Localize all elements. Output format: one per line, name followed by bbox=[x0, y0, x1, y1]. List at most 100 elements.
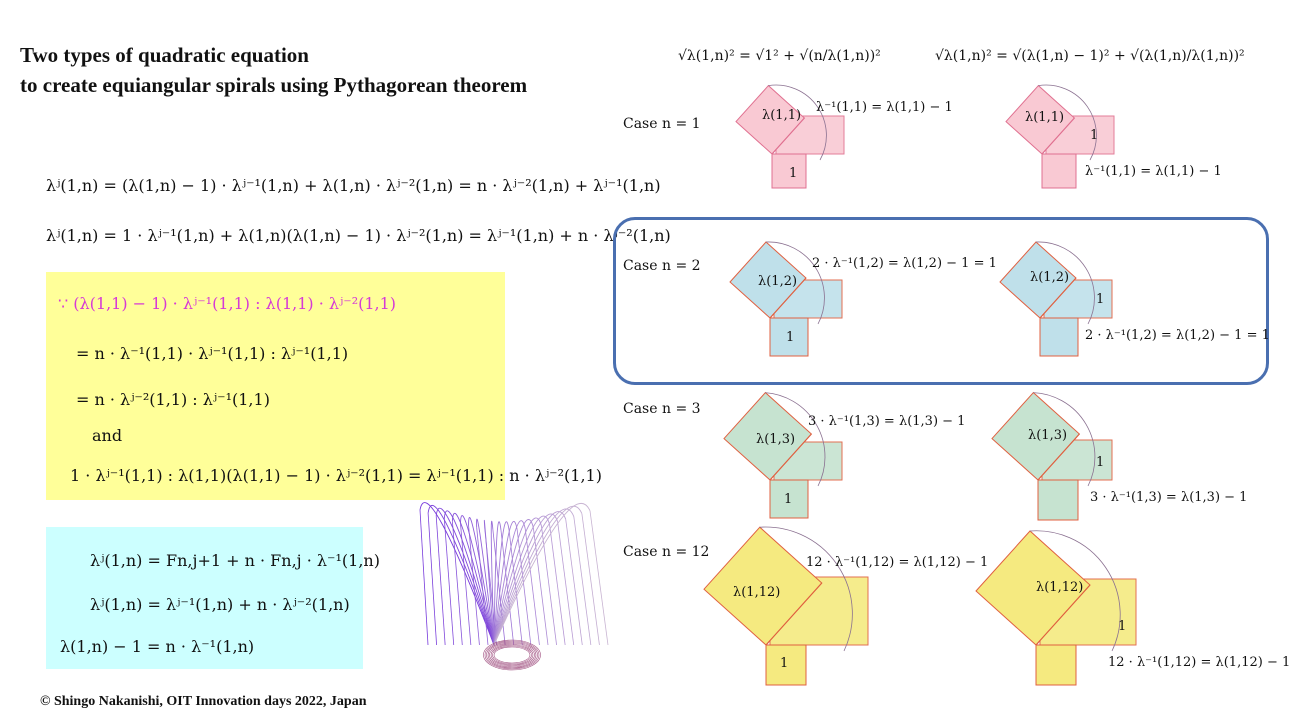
case-4-left-arc bbox=[759, 526, 853, 652]
spiral-loop bbox=[483, 639, 541, 671]
summary-box: λʲ(1,n) = Fn,j+1 + n · Fn,j · λ⁻¹(1,n) λ… bbox=[46, 527, 380, 669]
spiral-loop bbox=[487, 642, 537, 668]
spiral-loop bbox=[493, 646, 531, 664]
case-1-left-unit: 1 bbox=[789, 166, 798, 181]
spiral-leg bbox=[508, 529, 523, 646]
case-label-1: Case n = 1 bbox=[623, 116, 701, 132]
spiral-curve bbox=[493, 520, 526, 646]
spiral-curve bbox=[468, 517, 495, 646]
spiral-loop bbox=[490, 644, 534, 666]
case-2-left-unit-square bbox=[769, 317, 809, 357]
copyright: © Shingo Nakanishi, OIT Innovation days … bbox=[40, 694, 367, 709]
case-1-left-arc bbox=[768, 84, 827, 161]
case-4-left-triangle-edge bbox=[765, 582, 823, 646]
spiral-curve bbox=[493, 521, 502, 646]
summary-line-3: λ(1,n) − 1 = n · λ⁻¹(1,n) bbox=[60, 637, 255, 656]
case-2-left-lambda: λ(1,2) bbox=[758, 274, 798, 289]
case-3-left-arc bbox=[765, 392, 826, 487]
case-1-right-arc bbox=[1038, 84, 1097, 161]
title-line-1: Two types of quadratic equation bbox=[20, 43, 309, 67]
spiral-curve bbox=[493, 502, 591, 646]
case-12-left-unit: 1 bbox=[780, 656, 789, 671]
case-3-right-arc bbox=[1033, 392, 1096, 487]
spiral-curve bbox=[419, 502, 495, 646]
spiral-curve bbox=[493, 519, 534, 646]
case-2-right-unit-square bbox=[1039, 317, 1079, 357]
spiral-leg bbox=[557, 521, 575, 646]
case-12-right-eq: 12 · λ⁻¹(1,12) = λ(1,12) − 1 bbox=[1108, 655, 1290, 670]
case-2-highlight bbox=[613, 217, 1269, 385]
spiral-leg bbox=[541, 525, 557, 646]
spiral-leg bbox=[435, 515, 446, 646]
case-12-right-lambda: λ(1,12) bbox=[1036, 580, 1084, 595]
proof-line-5: 1 · λʲ⁻¹(1,1) : λ(1,1)(λ(1,1) − 1) · λʲ⁻… bbox=[70, 466, 602, 485]
top-formula-right: √λ(1,n)² = √(λ(1,n) − 1)² + √(λ(1,n)/λ(1… bbox=[935, 48, 1245, 64]
summary-line-1: λʲ(1,n) = Fn,j+1 + n · Fn,j · λ⁻¹(1,n) bbox=[90, 551, 380, 570]
case-12-left-lambda: λ(1,12) bbox=[733, 585, 781, 600]
case-3-left-triangle-edge bbox=[769, 433, 812, 481]
spiral-loop bbox=[484, 640, 540, 670]
case-1-left-triangle-edge bbox=[771, 117, 805, 155]
spiral-leg bbox=[565, 519, 583, 646]
spiral-leg bbox=[573, 516, 592, 646]
spiral-curve bbox=[493, 505, 583, 646]
case-3-left-eq: 3 · λ⁻¹(1,3) = λ(1,3) − 1 bbox=[808, 414, 966, 429]
spiral-leg bbox=[500, 529, 515, 646]
top-formula-left: √λ(1,n)² = √1² + √(n/λ(1,n))² bbox=[678, 48, 881, 64]
case-2-left-eq: 2 · λ⁻¹(1,2) = λ(1,2) − 1 = 1 bbox=[812, 256, 997, 271]
case-3-right-lambda: λ(1,3) bbox=[1028, 428, 1068, 443]
case-2-right-unit: 1 bbox=[1096, 292, 1105, 307]
spiral-loop bbox=[486, 641, 538, 669]
spiral-loop bbox=[489, 643, 535, 667]
case-4-right-unit-square bbox=[1035, 644, 1077, 686]
spiral-curve bbox=[493, 515, 550, 646]
case-1-left-unit-square bbox=[771, 153, 807, 189]
spiral-curve bbox=[493, 521, 510, 646]
case-3-left-lambda: λ(1,3) bbox=[756, 432, 796, 447]
case-1-right-lambda: λ(1,1) bbox=[1025, 110, 1065, 125]
spiral-leg bbox=[443, 518, 455, 646]
case-12-right-unit: 1 bbox=[1118, 619, 1127, 634]
case-1-left-eq: λ⁻¹(1,1) = λ(1,1) − 1 bbox=[816, 100, 953, 115]
summary-line-2: λʲ(1,n) = λʲ⁻¹(1,n) + n · λʲ⁻²(1,n) bbox=[90, 595, 350, 614]
case-3-right-eq: 3 · λ⁻¹(1,3) = λ(1,3) − 1 bbox=[1090, 490, 1248, 505]
spiral-leg bbox=[589, 510, 609, 646]
case-label-12: Case n = 12 bbox=[623, 544, 710, 560]
spiral-curve bbox=[493, 520, 518, 646]
proof-line-1: ∵ (λ(1,1) − 1) · λʲ⁻¹(1,1) : λ(1,1) · λʲ… bbox=[58, 294, 397, 313]
case-2-right-arc bbox=[1035, 241, 1095, 325]
case-2-right-triangle-edge bbox=[1039, 277, 1077, 319]
spiral-curve bbox=[451, 512, 495, 646]
proof-and: and bbox=[92, 426, 123, 445]
case-2-left-unit: 1 bbox=[786, 330, 795, 345]
case-1-right-unit-square bbox=[1041, 153, 1077, 189]
main-equation-2: λʲ(1,n) = 1 · λʲ⁻¹(1,n) + λ(1,n)(λ(1,n) … bbox=[46, 226, 671, 245]
case-1-left-lambda: λ(1,1) bbox=[762, 108, 802, 123]
case-1-right-unit: 1 bbox=[1090, 128, 1099, 143]
title-line-2: to create equiangular spirals using Pyth… bbox=[20, 73, 528, 97]
spiral-leg bbox=[581, 513, 600, 646]
proof-line-3: = n · λʲ⁻²(1,1) : λʲ⁻¹(1,1) bbox=[76, 390, 270, 409]
spiral-loop bbox=[492, 645, 532, 665]
case-1-right-eq: λ⁻¹(1,1) = λ(1,1) − 1 bbox=[1085, 164, 1222, 179]
case-2-right-eq: 2 · λ⁻¹(1,2) = λ(1,2) − 1 = 1 bbox=[1085, 328, 1270, 343]
spiral-leg bbox=[468, 525, 480, 646]
case-2-right-lambda: λ(1,2) bbox=[1030, 270, 1070, 285]
spiral-leg bbox=[427, 512, 437, 646]
spiral-leg bbox=[460, 523, 472, 646]
case-3-right-unit: 1 bbox=[1096, 455, 1105, 470]
case-label-3: Case n = 3 bbox=[623, 401, 701, 417]
spiral-leg bbox=[476, 527, 489, 646]
case-4-left-unit-square bbox=[765, 644, 807, 686]
case-4-right-arc bbox=[1029, 530, 1121, 652]
proof-line-2: = n · λ⁻¹(1,1) · λʲ⁻¹(1,1) : λʲ⁻¹(1,1) bbox=[76, 344, 349, 363]
spiral-leg bbox=[549, 524, 566, 646]
case-3-right-triangle-edge bbox=[1037, 433, 1080, 481]
case-4-right-triangle-edge bbox=[1035, 584, 1091, 646]
main-equation-1: λʲ(1,n) = (λ(1,n) − 1) · λʲ⁻¹(1,n) + λ(1… bbox=[46, 176, 661, 195]
spiral-curve bbox=[490, 520, 495, 646]
case-3-left-unit: 1 bbox=[784, 492, 793, 507]
case-2-left-triangle-edge bbox=[769, 277, 807, 319]
case-3-right-unit-square bbox=[1037, 479, 1079, 521]
